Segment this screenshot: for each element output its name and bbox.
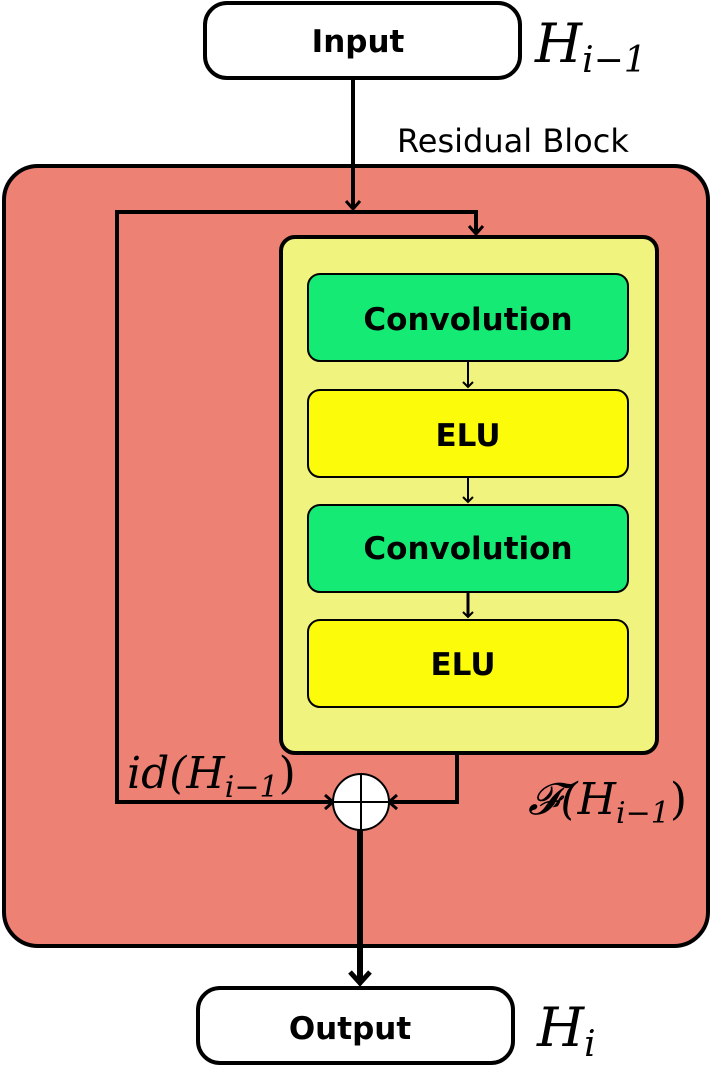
conv-layer-2-label: Convolution — [363, 531, 572, 567]
residual-function-label: 𝓕(Hi−1) — [528, 774, 687, 831]
output-variable: Hi — [536, 996, 596, 1065]
elu-layer-1-label: ELU — [436, 418, 501, 454]
residual-block-label: Residual Block — [397, 122, 629, 160]
input-node — [203, 1, 522, 80]
conv-layer-2 — [307, 504, 629, 593]
elu-layer-1 — [307, 389, 629, 478]
sum-node — [332, 773, 390, 831]
elu-layer-2-label: ELU — [431, 647, 496, 683]
elu-layer-2 — [307, 619, 629, 708]
identity-label: id(Hi−1) — [127, 748, 296, 805]
output-label: Output — [289, 1011, 412, 1047]
output-node — [196, 986, 515, 1065]
conv-layer-1-label: Convolution — [363, 302, 572, 338]
conv-layer-1 — [307, 273, 629, 362]
function-output-line — [392, 753, 459, 804]
input-variable: Hi−1 — [534, 12, 647, 81]
input-label: Input — [312, 24, 405, 60]
